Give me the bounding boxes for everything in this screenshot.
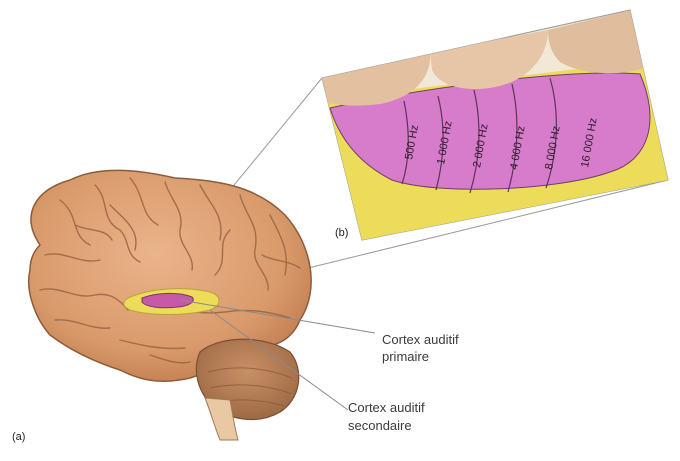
panel-a-label: (a) bbox=[12, 431, 25, 443]
gyrus-bump-left bbox=[322, 52, 431, 106]
label-secondary-auditory-cortex: Cortex auditif secondaire bbox=[348, 400, 428, 433]
gyrus-bump-right bbox=[548, 10, 650, 74]
brain: (a) bbox=[12, 169, 312, 443]
panel-b-label: (b) bbox=[335, 227, 348, 239]
label-primary-line1: Cortex auditif bbox=[382, 332, 459, 347]
zoom-line-bottom bbox=[299, 179, 669, 271]
label-secondary-line2: secondaire bbox=[348, 418, 412, 433]
leader-primary bbox=[179, 299, 376, 334]
frequency-band-label: 500 Hz bbox=[403, 124, 421, 160]
label-primary-line2: primaire bbox=[382, 349, 429, 364]
leader-secondary bbox=[209, 309, 349, 411]
label-primary-auditory-cortex: Cortex auditif primaire bbox=[382, 332, 462, 364]
brainstem bbox=[204, 397, 239, 441]
primary-auditory-cortex bbox=[141, 292, 194, 309]
label-secondary-line1: Cortex auditif bbox=[348, 400, 425, 415]
cerebrum bbox=[28, 169, 312, 383]
gyrus-bump-mid bbox=[430, 30, 548, 90]
